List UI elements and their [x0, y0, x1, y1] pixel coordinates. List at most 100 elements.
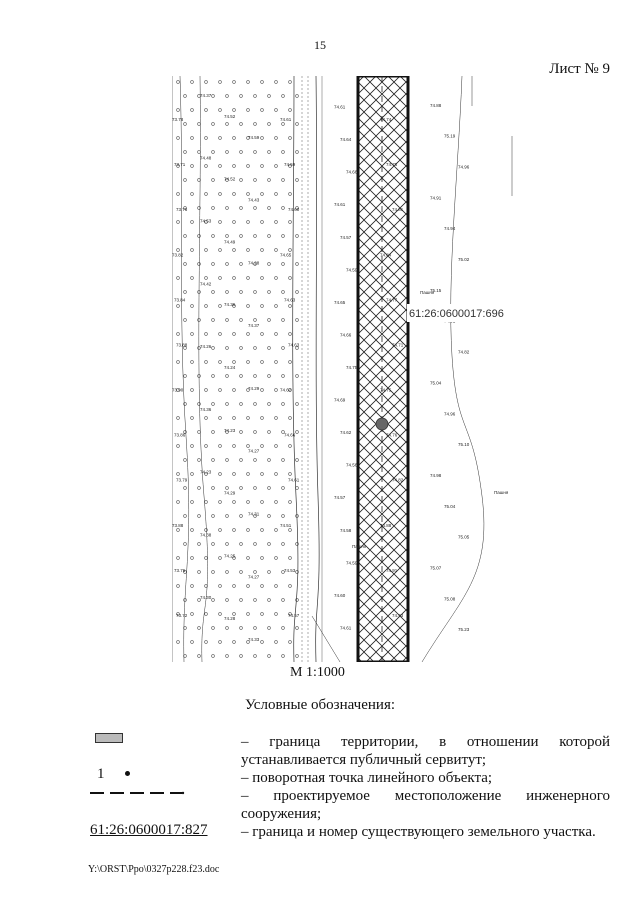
vegetation-dot: [183, 514, 187, 518]
vegetation-dot: [183, 206, 187, 210]
elevation-label-road: 74.59: [284, 162, 296, 167]
vegetation-dot: [253, 514, 257, 518]
vegetation-dot: [246, 192, 250, 196]
vegetation-dot: [239, 318, 243, 322]
vegetation-dot: [267, 178, 271, 182]
elevation-label-vegetation: 74.30: [200, 595, 212, 600]
vegetation-dot: [232, 584, 236, 588]
elevation-label-right: 74.96: [458, 165, 470, 170]
elevation-label-left: 74.61: [334, 202, 346, 207]
vegetation-dot: [274, 444, 278, 448]
elevation-label-vegetation: 74.48: [200, 156, 212, 161]
vegetation-dot: [288, 276, 292, 280]
vegetation-dot: [190, 164, 194, 168]
vegetation-dot: [246, 388, 250, 392]
vegetation-dot: [239, 262, 243, 266]
vegetation-dot: [176, 528, 180, 532]
parcel-number-symbol: 61:26:0600017:827: [90, 822, 208, 838]
vegetation-dot: [246, 444, 250, 448]
vegetation-dot: [183, 542, 187, 546]
vegetation-dot: [225, 346, 229, 350]
vegetation-dot: [281, 150, 285, 154]
vegetation-dot: [211, 122, 215, 126]
vegetation-dot: [176, 556, 180, 560]
vegetation-dot: [197, 626, 201, 630]
vegetation-dot: [197, 486, 201, 490]
vegetation-dot: [190, 416, 194, 420]
vegetation-dot: [253, 178, 257, 182]
vegetation-dot: [183, 626, 187, 630]
vegetation-dot: [281, 262, 285, 266]
vegetation-dot: [197, 458, 201, 462]
vegetation-dot: [232, 528, 236, 532]
vegetation-dot: [239, 402, 243, 406]
elevation-label-left: 74.61: [340, 625, 352, 630]
vegetation-dot: [267, 318, 271, 322]
vegetation-dot: [225, 206, 229, 210]
elevation-label-road: 74.61: [288, 478, 300, 483]
elevation-label-edge: 73.78: [172, 117, 184, 122]
vegetation-dot: [197, 570, 201, 574]
elevation-label-right: 75.07: [430, 565, 442, 570]
vegetation-dot: [260, 612, 264, 616]
vegetation-dot: [288, 500, 292, 504]
vegetation-dot: [183, 318, 187, 322]
vegetation-dot: [190, 612, 194, 616]
vegetation-dot: [239, 654, 243, 658]
vegetation-dot: [253, 150, 257, 154]
vegetation-dot: [211, 290, 215, 294]
vegetation-dot: [204, 80, 208, 84]
vegetation-dot: [281, 458, 285, 462]
vegetation-dot: [225, 542, 229, 546]
vegetation-dot: [267, 570, 271, 574]
vegetation-dot: [295, 206, 299, 210]
vegetation-dot: [176, 192, 180, 196]
vegetation-dot: [218, 220, 222, 224]
vegetation-dot: [288, 80, 292, 84]
vegetation-dot: [260, 164, 264, 168]
vegetation-dot: [267, 122, 271, 126]
vegetation-dot: [288, 640, 292, 644]
vegetation-dot: [267, 430, 271, 434]
elevation-labels: 74.7474.7674.8174.8474.7774.7174.7574.76…: [172, 93, 509, 642]
vegetation-dot: [274, 80, 278, 84]
elevation-label-vegetation: 74.29: [224, 491, 236, 496]
vegetation-dot: [260, 304, 264, 308]
vegetation-dot: [176, 248, 180, 252]
vegetation-dot: [176, 80, 180, 84]
vegetation-dot: [295, 402, 299, 406]
elevation-label-right: 75.04: [430, 380, 442, 385]
vegetation-dot: [211, 570, 215, 574]
vegetation-dot: [225, 234, 229, 238]
vegetation-dot: [190, 388, 194, 392]
vegetation-dot: [253, 94, 257, 98]
elevation-label-edge: 73.88: [172, 523, 184, 528]
vegetation-dot: [274, 528, 278, 532]
vegetation-dot: [267, 486, 271, 490]
vegetation-dot: [253, 122, 257, 126]
vegetation-dot: [218, 80, 222, 84]
vegetation-dot: [295, 150, 299, 154]
elevation-label-corridor: 74.71: [392, 342, 404, 347]
vegetation-dot: [176, 136, 180, 140]
vegetation-dot: [176, 444, 180, 448]
elevation-label-vegetation: 74.26: [200, 344, 212, 349]
elevation-label-left: 74.62: [340, 430, 352, 435]
vegetation-dot: [204, 248, 208, 252]
vegetation-dot: [295, 542, 299, 546]
vegetation-dot: [183, 234, 187, 238]
vegetation-dot: [274, 388, 278, 392]
vegetation-dot: [267, 206, 271, 210]
vegetation-dot: [218, 416, 222, 420]
vegetation-dot: [211, 598, 215, 602]
vegetation-dot: [218, 556, 222, 560]
vegetation-dot: [246, 416, 250, 420]
vegetation-dot: [253, 542, 257, 546]
elevation-label-left: 74.66: [346, 170, 358, 175]
elevation-label-vegetation: 74.31: [248, 512, 260, 517]
vegetation-dot: [281, 626, 285, 630]
vegetation-dot: [295, 290, 299, 294]
vegetation-dot: [260, 472, 264, 476]
vegetation-dot: [183, 94, 187, 98]
vegetation-dot: [253, 374, 257, 378]
